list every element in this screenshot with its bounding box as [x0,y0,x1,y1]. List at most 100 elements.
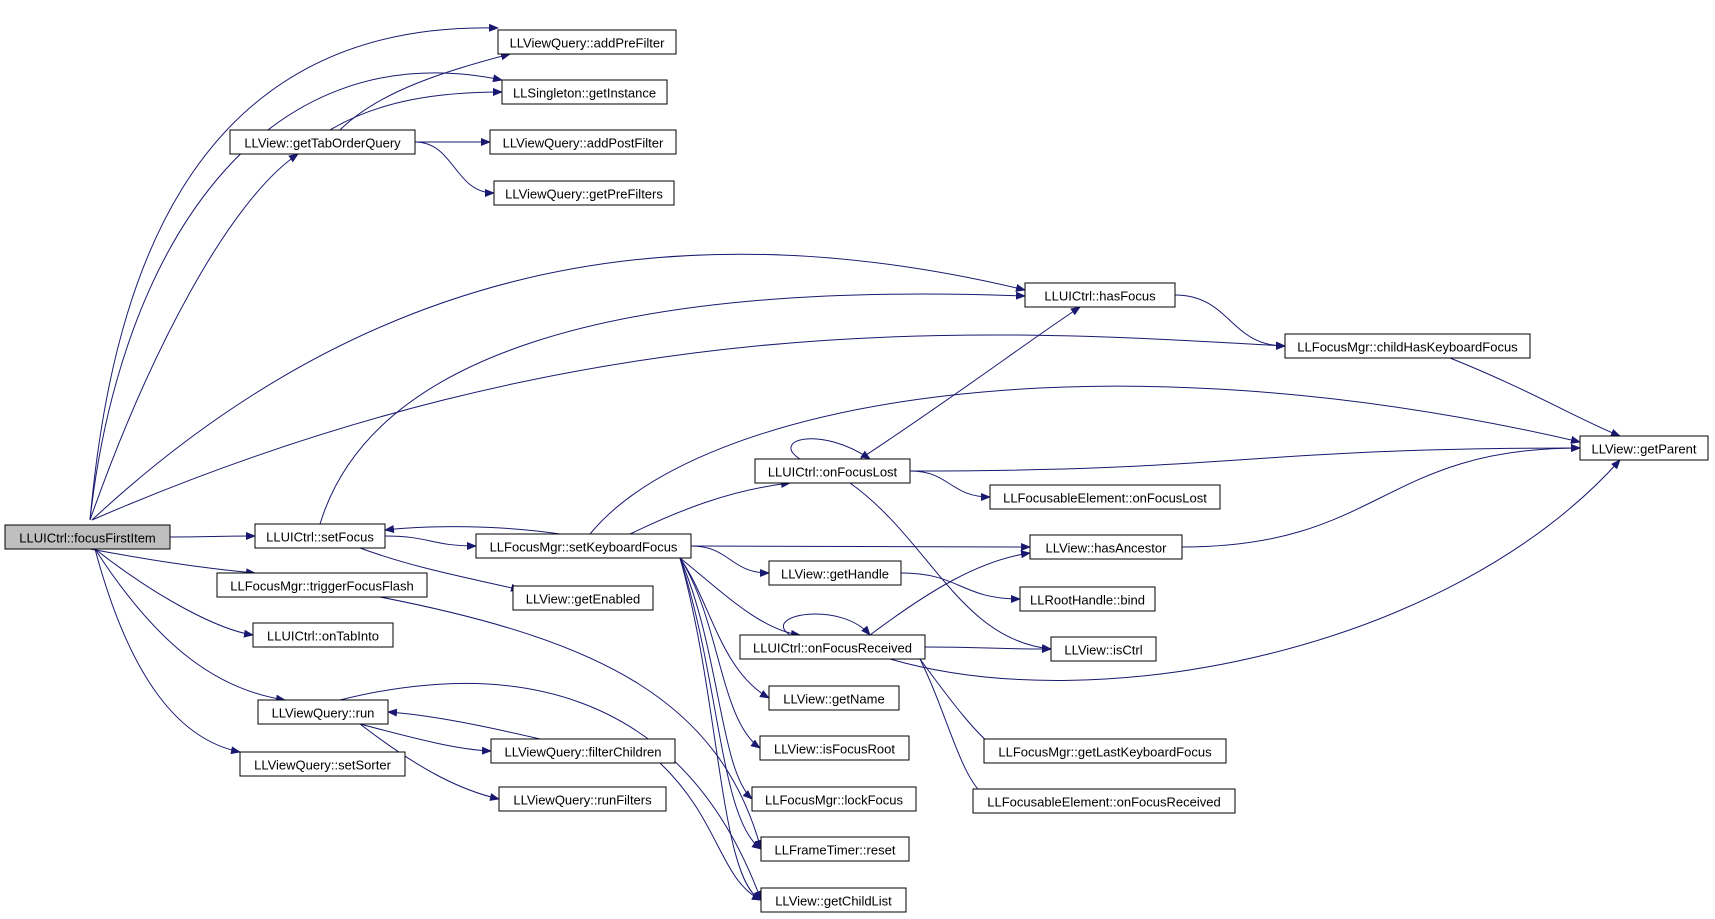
node-getInstance[interactable]: LLSingleton::getInstance [501,79,668,105]
node-feOnFocusLost[interactable]: LLFocusableElement::onFocusLost [989,484,1221,510]
node-addPreFilter[interactable]: LLViewQuery::addPreFilter [497,29,677,55]
node-onFocusReceived[interactable]: LLUICtrl::onFocusReceived [739,634,926,660]
node-box [768,685,900,711]
node-childHasKeyboardFocus[interactable]: LLFocusMgr::childHasKeyboardFocus [1284,333,1531,359]
edge-onFocusLost-to-getParent [909,444,1581,472]
node-getName[interactable]: LLView::getName [768,685,900,711]
edge-focusFirstItem-to-getInstance [89,72,503,521]
edge-setKeyboardFocus-to-getParent [589,385,1581,535]
edge-setKeyboardFocus-to-hasAncestor [690,542,1031,551]
node-label: LLUICtrl::onFocusReceived [753,641,912,656]
node-runFilters[interactable]: LLViewQuery::runFilters [498,786,667,812]
node-reset[interactable]: LLFrameTimer::reset [760,836,910,862]
node-label: LLUICtrl::onFocusLost [768,465,898,480]
edge-focusFirstItem-to-run [94,548,286,703]
edge-focusFirstItem-to-childHasKeyboardFocus [91,334,1286,521]
edge-childHasKeyboardFocus-to-getParent [1449,357,1621,437]
node-box [239,751,406,777]
edge-focusFirstItem-to-setSorter [94,548,241,755]
node-box [759,735,910,761]
node-label: LLFocusMgr::lockFocus [765,793,903,808]
node-box [1284,333,1531,359]
node-getParent[interactable]: LLView::getParent [1579,435,1709,461]
node-run[interactable]: LLViewQuery::run [257,699,389,725]
node-box [972,788,1236,814]
node-label: LLViewQuery::runFilters [513,793,652,808]
edge-focusFirstItem-to-addPreFilter [89,23,499,521]
node-lockFocus[interactable]: LLFocusMgr::lockFocus [751,786,917,812]
edge-setKeyboardFocus-to-reset [679,557,762,850]
node-setFocus[interactable]: LLUICtrl::setFocus [254,523,386,549]
edge-setKeyboardFocus-to-setFocus [384,525,561,535]
node-box [760,887,907,913]
edge-filterChildren-to-run [387,708,541,740]
node-filterChildren[interactable]: LLViewQuery::filterChildren [490,738,676,764]
node-box [989,484,1221,510]
node-box [257,699,389,725]
edge-onFocusLost-to-feOnFocusLost [909,470,991,501]
edge-run-to-runFilters [359,723,500,801]
node-setKeyboardFocus[interactable]: LLFocusMgr::setKeyboardFocus [475,533,692,559]
node-onTabInto[interactable]: LLUICtrl::onTabInto [252,622,394,648]
edge-getHandle-to-bind [900,572,1021,603]
node-isCtrl[interactable]: LLView::isCtrl [1050,636,1157,662]
node-feOnFocusReceived[interactable]: LLFocusableElement::onFocusReceived [972,788,1236,814]
node-label: LLFocusMgr::childHasKeyboardFocus [1297,340,1518,355]
edge-onFocusReceived-to-feOnFocusReceived [919,658,991,802]
edge-onFocusReceived-to-getParent [889,459,1621,681]
node-label: LLViewQuery::filterChildren [504,745,661,760]
edge-setKeyboardFocus-to-getName [679,557,770,699]
node-isFocusRoot[interactable]: LLView::isFocusRoot [759,735,910,761]
edge-onFocusLost-to-hasFocus [859,306,1081,460]
node-box [760,836,910,862]
node-box [739,634,926,660]
node-label: LLFocusableElement::onFocusReceived [987,795,1220,810]
node-box [1019,586,1156,612]
node-bind[interactable]: LLRootHandle::bind [1019,586,1156,612]
node-addPostFilter[interactable]: LLViewQuery::addPostFilter [489,129,677,155]
node-box [512,585,654,611]
edge-focusFirstItem-to-onTabInto [94,548,254,638]
node-label: LLView::isCtrl [1064,643,1142,658]
node-label: LLView::getParent [1591,442,1696,457]
node-label: LLViewQuery::run [272,706,375,721]
node-box [254,523,386,549]
edge-hasFocus-to-childHasKeyboardFocus [1174,294,1286,350]
edge-focusFirstItem-to-triggerFocusFlash [89,548,256,577]
node-box [493,180,675,206]
node-getTabOrderQuery[interactable]: LLView::getTabOrderQuery [229,129,416,155]
node-label: LLViewQuery::addPostFilter [503,136,664,151]
node-box [1029,534,1183,560]
node-getHandle[interactable]: LLView::getHandle [768,560,902,586]
node-label: LLView::getName [783,692,884,707]
edge-setKeyboardFocus-to-lockFocus [679,557,753,800]
node-hasFocus[interactable]: LLUICtrl::hasFocus [1024,282,1176,308]
node-label: LLView::isFocusRoot [774,742,895,757]
node-focusFirstItem[interactable]: LLUICtrl::focusFirstItem [4,524,171,550]
node-onFocusLost[interactable]: LLUICtrl::onFocusLost [754,458,911,484]
node-triggerFocusFlash[interactable]: LLFocusMgr::triggerFocusFlash [216,572,428,598]
node-label: LLView::getTabOrderQuery [244,136,401,151]
node-getLastKeyboardFocus[interactable]: LLFocusMgr::getLastKeyboardFocus [983,738,1227,764]
node-label: LLUICtrl::focusFirstItem [19,531,156,546]
edge-filterChildren-to-getChildList [659,762,762,901]
node-box [475,533,692,559]
node-label: LLViewQuery::getPreFilters [505,187,663,202]
edge-focusFirstItem-to-getTabOrderQuery [89,153,299,521]
node-setSorter[interactable]: LLViewQuery::setSorter [239,751,406,777]
edge-onFocusReceived-to-onFocusReceived [782,613,871,636]
edge-setKeyboardFocus-to-onFocusLost [629,480,791,535]
edge-run-to-getChildList [339,683,762,901]
node-box [501,79,668,105]
node-label: LLUICtrl::hasFocus [1044,289,1156,304]
node-getEnabled[interactable]: LLView::getEnabled [512,585,654,611]
edge-focusFirstItem-to-hasFocus [91,253,1026,521]
node-box [498,786,667,812]
edges-layer [89,23,1621,901]
node-getChildList[interactable]: LLView::getChildList [760,887,907,913]
node-label: LLFocusMgr::setKeyboardFocus [490,540,678,555]
node-hasAncestor[interactable]: LLView::hasAncestor [1029,534,1183,560]
node-getPreFilters[interactable]: LLViewQuery::getPreFilters [493,180,675,206]
edge-setFocus-to-getEnabled [359,547,521,592]
